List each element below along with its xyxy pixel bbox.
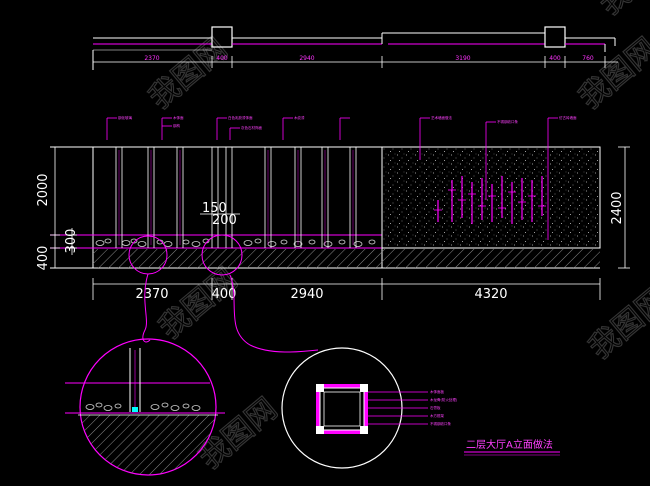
stone-panel-artwork: [437, 176, 543, 224]
elevation-view: 150 200: [50, 146, 601, 276]
detail-leader-right: [229, 274, 319, 353]
drawing-title-block: 二层大厅A立面做法: [464, 438, 560, 456]
top-dim-6: 760: [582, 55, 594, 62]
callout-label: 钢构: [173, 123, 180, 128]
top-dim-2: 400: [216, 55, 228, 62]
watermark-text: 我图网: [583, 281, 650, 366]
bottom-dim-400: 400: [212, 287, 237, 302]
callout-leaders: [106, 117, 558, 240]
glass-fins: [115, 147, 357, 248]
detail-leader-left: [142, 273, 151, 343]
top-dimension-line: 2370 400 2940 3190 400 760: [92, 55, 618, 68]
detail-right: 木饰面板 木龙骨(防火处理) 石膏板 木方框架 不锈钢收口条: [281, 347, 458, 469]
inline-dim-150: 150: [202, 201, 227, 216]
floor-hatch: [93, 249, 600, 268]
watermark-text: 我图网: [593, 0, 650, 22]
top-dim-3: 2940: [299, 55, 314, 62]
callout-label: 白色乳胶漆饰面: [228, 115, 253, 120]
left-dim-400: 400: [36, 246, 51, 271]
callout-label: 木纹漆: [294, 115, 305, 120]
detail-label: 木饰面板: [430, 389, 444, 394]
callout-label: 灰色石材饰面: [241, 125, 262, 130]
bottom-dim-4320: 4320: [474, 287, 507, 302]
left-dim-300: 300: [64, 229, 79, 254]
bottom-dim-2370: 2370: [135, 287, 168, 302]
top-dim-4: 3190: [455, 55, 470, 62]
callout-labels: 钢化玻璃 木饰面 钢构 白色乳胶漆饰面 灰色石材饰面 木纹漆 艺术墙面做法 不锈…: [118, 115, 577, 130]
detail-label: 不锈钢收口条: [430, 421, 451, 426]
callout-label: 木饰面: [173, 115, 184, 120]
stone-wall-panel: [381, 146, 601, 249]
callout-label: 钢化玻璃: [118, 115, 132, 120]
bottom-dim-2940: 2940: [290, 287, 323, 302]
top-dim-1: 2370: [144, 55, 159, 62]
callout-label: 仿古砖墙面: [559, 115, 577, 120]
callout-label: 艺术墙面做法: [431, 115, 452, 120]
callout-label: 不锈钢收口条: [497, 119, 518, 124]
detail-marker-right: [201, 234, 243, 276]
left-dim-2000: 2000: [36, 173, 51, 206]
watermark-text: 我图网: [153, 261, 244, 346]
detail-label: 木方框架: [430, 413, 444, 418]
plan-strip: [92, 26, 616, 70]
top-dim-5: 400: [549, 55, 561, 62]
left-dimension-line: [50, 146, 77, 269]
bottom-dimension-line: [92, 278, 601, 300]
detail-label: 石膏板: [430, 405, 441, 410]
right-dim-2400: 2400: [610, 191, 625, 224]
drawing-title: 二层大厅A立面做法: [466, 438, 553, 451]
inline-dim-200: 200: [212, 213, 237, 228]
detail-label: 木龙骨(防火处理): [430, 397, 458, 402]
right-dimension-line: [618, 146, 630, 269]
